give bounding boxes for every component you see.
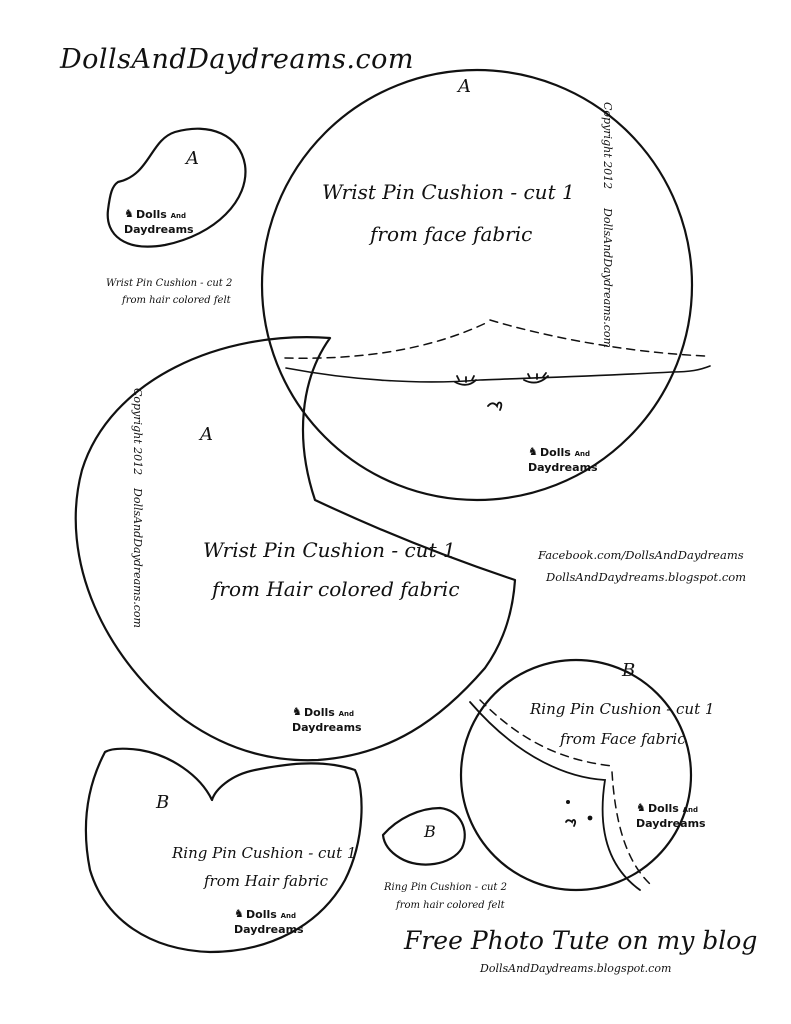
caption-line: Ring Pin Cushion - cut 2	[384, 882, 507, 893]
deer-icon: ♞	[292, 705, 302, 718]
caption-line: from Hair fabric	[204, 872, 328, 890]
wrist-hair-large-outline	[74, 336, 517, 762]
piece-letter: A	[186, 148, 199, 169]
vertical-copyright: Copyright 2012	[601, 102, 614, 190]
ring-hair-large-outline	[84, 747, 363, 954]
dolls-logo: ♞ Dolls And Daydreams	[636, 801, 706, 830]
wrist-hair-small-outline	[106, 127, 247, 248]
caption-line: from Face fabric	[560, 730, 686, 748]
vertical-copyright: Copyright 2012	[131, 388, 144, 476]
ring-hair-small-outline	[381, 806, 466, 866]
caption-line: from hair colored felt	[396, 900, 505, 911]
wrist-face-hairline	[285, 365, 711, 383]
dolls-logo: ♞ Dolls And Daydreams	[234, 907, 304, 936]
wrist-face-outline	[260, 68, 694, 502]
dolls-logo: ♞ Dolls And Daydreams	[124, 207, 194, 236]
wrist-face-eye-left	[454, 379, 477, 386]
ring-face-eye-right	[587, 815, 593, 821]
caption-line: Ring Pin Cushion - cut 1	[172, 844, 357, 862]
wrist-face-stitch-right	[489, 319, 706, 357]
piece-letter: B	[622, 660, 636, 681]
site-title: DollsAndDaydreams.com	[60, 44, 414, 75]
caption-line: from Hair colored fabric	[212, 577, 460, 601]
wrist-face-nose	[487, 401, 503, 411]
deer-icon: ♞	[124, 207, 134, 220]
piece-letter: B	[156, 792, 170, 813]
piece-letter: B	[424, 822, 436, 841]
dolls-logo: ♞ Dolls And Daydreams	[292, 705, 362, 734]
ring-face-outline	[459, 658, 693, 892]
footer-blog-link[interactable]: DollsAndDaydreams.blogspot.com	[480, 962, 672, 975]
ring-face-nose	[565, 819, 576, 827]
footer-headline: Free Photo Tute on my blog	[404, 926, 758, 955]
caption-line: from hair colored felt	[122, 295, 231, 306]
deer-icon: ♞	[234, 907, 244, 920]
vertical-site: DollsAndDaydreams.com	[601, 208, 614, 348]
caption-line: Wrist Pin Cushion - cut 1	[203, 538, 456, 562]
caption-line: Ring Pin Cushion - cut 1	[530, 700, 715, 718]
piece-letter: A	[458, 76, 471, 97]
piece-letter: A	[200, 424, 213, 445]
blog-link[interactable]: DollsAndDaydreams.blogspot.com	[546, 570, 747, 584]
facebook-link[interactable]: Facebook.com/DollsAndDaydreams	[538, 548, 744, 562]
wrist-face-stitch-left	[284, 321, 489, 359]
ring-face-hairline	[469, 701, 641, 891]
wrist-face-lash-left	[456, 375, 475, 383]
deer-icon: ♞	[528, 445, 538, 458]
vertical-site: DollsAndDaydreams.com	[131, 488, 144, 628]
deer-icon: ♞	[636, 801, 646, 814]
ring-face-stitch-side	[611, 771, 651, 885]
caption-line: Wrist Pin Cushion - cut 1	[322, 180, 575, 204]
wrist-face-lash-right	[527, 372, 547, 380]
ring-face-stitch-top	[479, 699, 613, 767]
ring-face-eye-left	[566, 800, 570, 804]
caption-line: from face fabric	[370, 222, 533, 246]
caption-line: Wrist Pin Cushion - cut 2	[106, 278, 233, 289]
wrist-face-eye-right	[523, 375, 549, 384]
dolls-logo: ♞ Dolls And Daydreams	[528, 445, 598, 474]
